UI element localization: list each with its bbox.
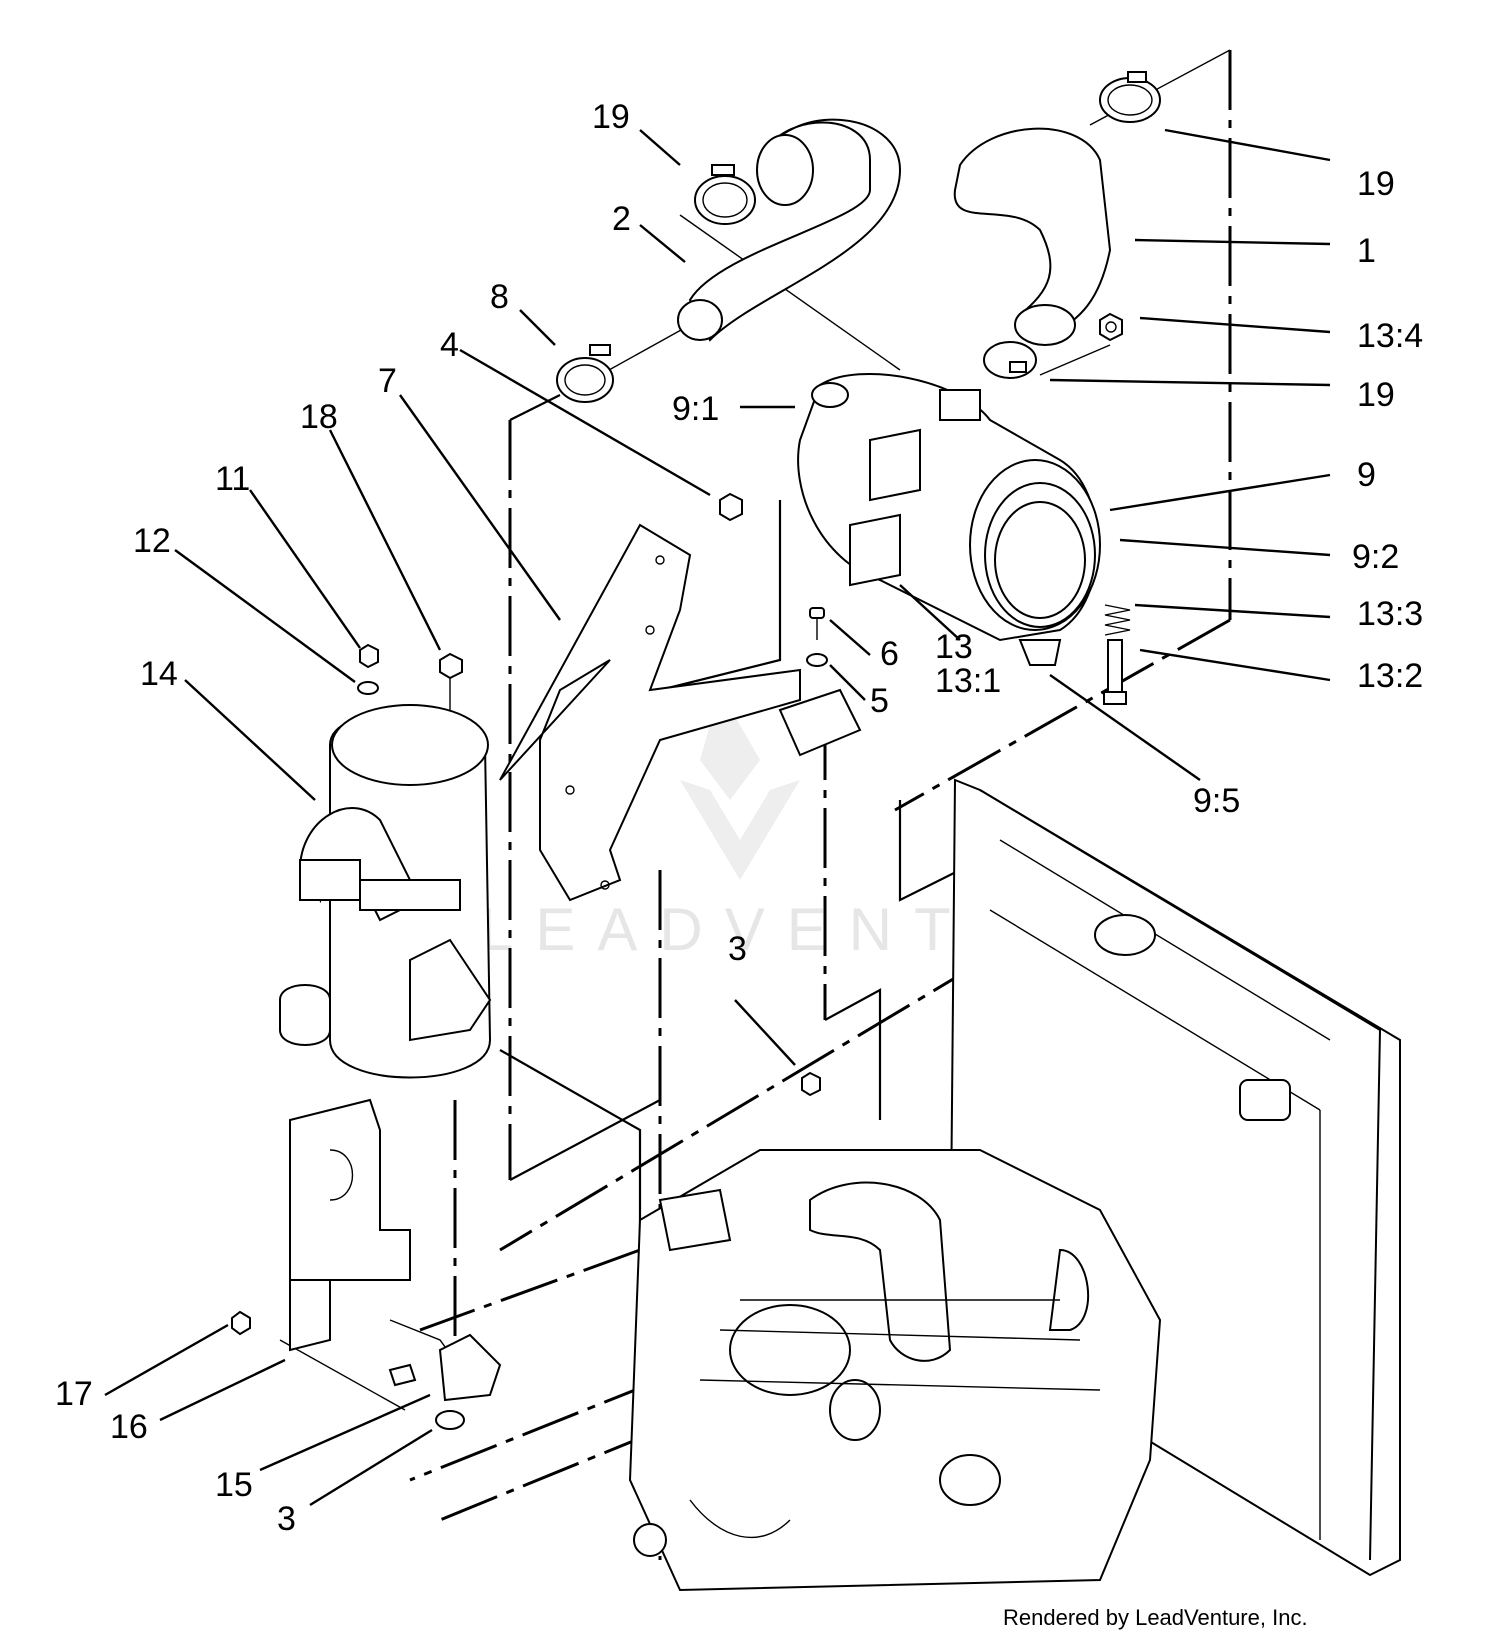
bolt-4 <box>719 492 743 522</box>
bolt-17 <box>231 1310 251 1336</box>
hose-clamp-19-right-lower <box>983 341 1037 379</box>
mounting-plate <box>778 688 862 757</box>
nut-3 <box>801 1071 821 1097</box>
air-cleaner-9 <box>797 373 1101 666</box>
callout-16: 16 <box>110 1408 148 1446</box>
callout-3-lower: 3 <box>277 1500 296 1538</box>
hose-clamp-19-right-top <box>1099 71 1161 123</box>
nut-11 <box>359 643 379 669</box>
callout-19-right: 19 <box>1357 376 1395 414</box>
callout-9-2: 9:2 <box>1352 538 1399 576</box>
bolt-6 <box>809 607 825 640</box>
callout-19-top-right: 19 <box>1357 165 1395 203</box>
bolt-18 <box>439 652 463 710</box>
callout-labels: 19 19 19 1 2 8 4 7 18 11 12 14 9:1 13:4 … <box>55 98 1423 1538</box>
callout-17: 17 <box>55 1375 93 1413</box>
callout-19-top-left: 19 <box>592 98 630 136</box>
render-credit: Rendered by LeadVenture, Inc. <box>1003 1605 1308 1630</box>
bracket-15 <box>388 1333 502 1430</box>
callout-9-5: 9:5 <box>1193 782 1240 820</box>
callout-6: 6 <box>880 635 899 673</box>
callout-9-1: 9:1 <box>672 390 719 428</box>
callout-13-1: 13:1 <box>935 662 1001 700</box>
washer-12 <box>357 681 379 695</box>
callout-13: 13 <box>935 628 973 666</box>
callout-13-4: 13:4 <box>1357 317 1423 355</box>
callout-4: 4 <box>440 326 459 364</box>
callout-8: 8 <box>490 278 509 316</box>
callout-13-2: 13:2 <box>1357 657 1423 695</box>
leader-lines <box>104 128 1331 1507</box>
washer-5 <box>806 653 828 667</box>
bracket-7 <box>499 523 801 902</box>
callout-13-3: 13:3 <box>1357 595 1423 633</box>
spring-13-3 <box>1104 604 1131 636</box>
engine <box>628 1149 1162 1592</box>
hose-2 <box>677 118 902 342</box>
hose-1 <box>953 127 1112 346</box>
muffler-bracket <box>409 938 492 1042</box>
callout-1: 1 <box>1357 232 1376 270</box>
callout-7: 7 <box>378 362 397 400</box>
callout-14: 14 <box>140 655 178 693</box>
callout-2: 2 <box>612 200 631 238</box>
callout-11: 11 <box>215 460 250 498</box>
callout-18: 18 <box>300 398 338 436</box>
callout-5: 5 <box>870 682 889 720</box>
callout-15: 15 <box>215 1466 253 1504</box>
nut-13-4 <box>1099 312 1123 342</box>
heat-shield-16 <box>289 1098 411 1352</box>
bolt-13-2 <box>1103 639 1127 705</box>
hose-clamp-8 <box>556 344 614 403</box>
hose-clamp-19-left <box>694 164 756 225</box>
callout-12: 12 <box>133 522 171 560</box>
callout-3-upper: 3 <box>728 930 747 968</box>
callout-9: 9 <box>1357 456 1376 494</box>
